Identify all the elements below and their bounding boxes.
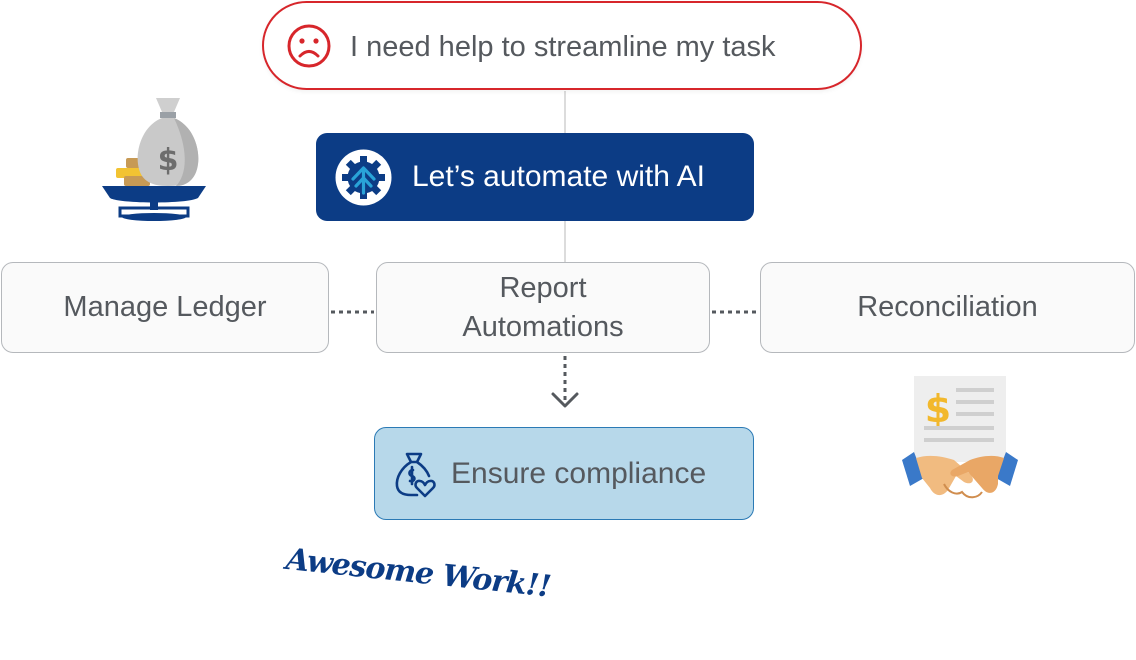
problem-text: I need help to streamline my task	[350, 31, 776, 63]
problem-statement: I need help to streamline my task	[262, 1, 862, 90]
handshake-invoice-icon: $	[902, 376, 1018, 499]
automate-with-ai-box: Let’s automate with AI	[316, 133, 754, 221]
task-reconciliation: Reconciliation	[760, 262, 1135, 353]
ensure-compliance-box: Ensure compliance	[374, 427, 754, 520]
task-manage-ledger: Manage Ledger	[1, 262, 329, 353]
task-label-line-1: Report	[499, 271, 587, 304]
task-label: Manage Ledger	[63, 291, 267, 323]
compliance-text: Ensure compliance	[451, 457, 707, 490]
automate-text: Let’s automate with AI	[412, 160, 705, 193]
money-bag-heart-icon	[395, 452, 436, 498]
task-label: Report Automations	[462, 269, 623, 347]
task-report-automations: Report Automations	[376, 262, 710, 353]
task-label-line-2: Automations	[462, 310, 624, 343]
svg-text:$: $	[158, 143, 179, 178]
arrow-head-icon	[551, 392, 579, 408]
svg-text:$: $	[925, 387, 951, 431]
task-label: Reconciliation	[857, 291, 1038, 323]
gear-ai-logo-icon	[335, 149, 392, 206]
sad-face-icon	[287, 24, 331, 68]
money-bag-scale-icon: $	[102, 98, 206, 221]
